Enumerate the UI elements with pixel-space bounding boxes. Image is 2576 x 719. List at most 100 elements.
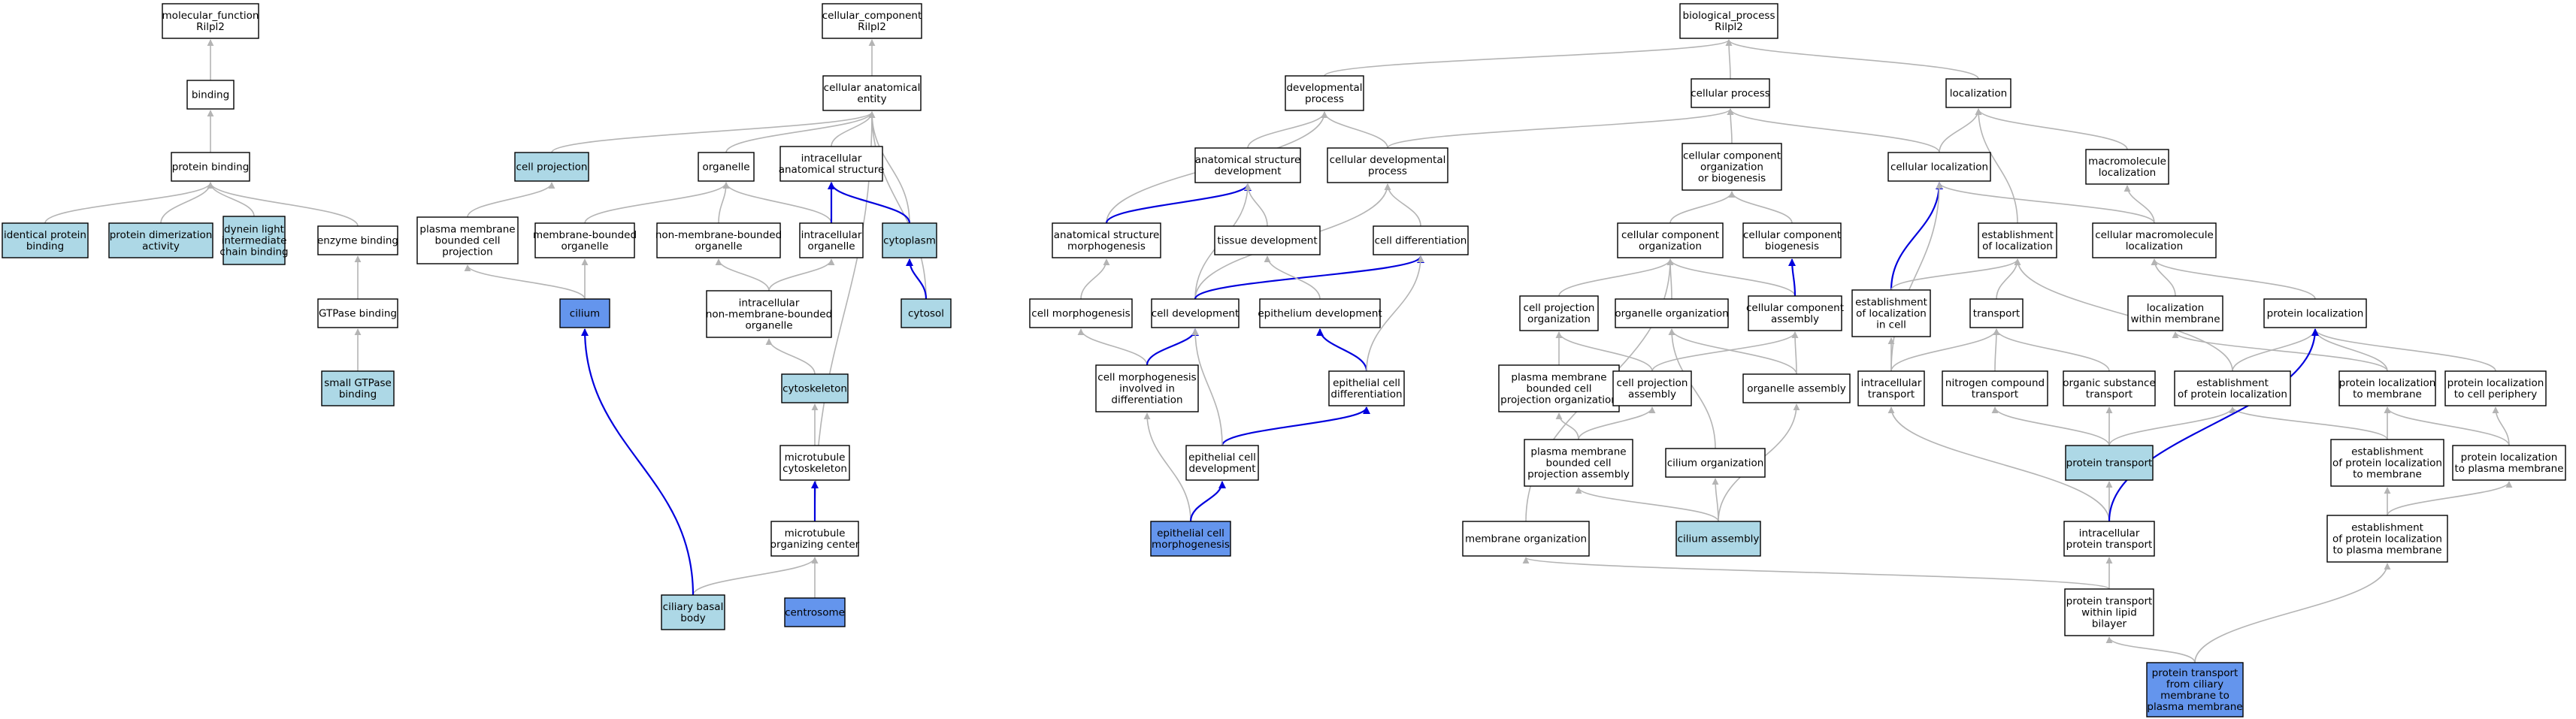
term-label-line: epithelium development bbox=[1258, 308, 1382, 320]
term-box bbox=[2065, 445, 2154, 481]
term-label-line: cellular process bbox=[1691, 88, 1770, 100]
term-label-line: process bbox=[1368, 165, 1407, 177]
term-label-line: binding bbox=[192, 89, 229, 101]
term-label-line: localization bbox=[2099, 167, 2156, 179]
term-label-line: activity bbox=[142, 240, 180, 252]
edge-ipt-to-protloc bbox=[2108, 328, 2319, 522]
term-label-line: organization bbox=[1527, 313, 1591, 325]
term-box bbox=[1095, 364, 1199, 412]
term-node-inmbo: intracellularnon-membrane-boundedorganel… bbox=[706, 290, 832, 338]
term-label-line: differentiation bbox=[1330, 388, 1402, 400]
term-label-line: organelle organization bbox=[1615, 308, 1728, 320]
edge-ias-to-cae bbox=[831, 111, 876, 147]
edge-macroloc-to-localization bbox=[1975, 108, 2128, 150]
edge-cellloc-to-localization bbox=[1939, 108, 1982, 153]
term-node-celldiff: cell differentiation bbox=[1373, 225, 1469, 255]
term-box bbox=[1519, 295, 1599, 331]
term-label-line: plasma membrane bbox=[2147, 701, 2242, 713]
term-label-line: organelle bbox=[561, 240, 608, 252]
term-box bbox=[1978, 222, 2057, 258]
edge-pmbcp-to-cellproj bbox=[467, 182, 555, 218]
edge-ccob-to-cellproc bbox=[1727, 108, 1734, 144]
edge-devproc-to-bp bbox=[1324, 39, 1733, 77]
term-box bbox=[1462, 521, 1590, 557]
term-box bbox=[882, 222, 937, 258]
edge-cpa-to-cca bbox=[1651, 331, 1799, 372]
term-label-line: organelle bbox=[695, 240, 742, 252]
term-box bbox=[1679, 3, 1778, 39]
term-box bbox=[1887, 152, 1991, 182]
term-label-line: protein localization bbox=[2339, 377, 2436, 389]
term-label-line: anatomical structure bbox=[1195, 154, 1301, 166]
term-label-line: tissue development bbox=[1217, 235, 1317, 247]
term-label-line: GTPase binding bbox=[319, 308, 397, 320]
term-box bbox=[2452, 445, 2566, 481]
edge-localization-to-bp bbox=[1725, 39, 1979, 80]
edge-prottrans-to-epl bbox=[2108, 406, 2236, 446]
term-label-line: anatomical structure bbox=[1054, 229, 1160, 241]
term-box bbox=[1945, 78, 2011, 108]
edge-cytosol-to-cytoplasm bbox=[906, 258, 928, 300]
term-label-line: cytoskeleton bbox=[782, 463, 847, 475]
term-label-line: molecular_function bbox=[162, 10, 259, 22]
term-label-line: transport bbox=[1973, 308, 2020, 320]
edge-cca-to-cco bbox=[1666, 258, 1796, 297]
term-node-binding: binding bbox=[186, 80, 235, 110]
term-box bbox=[2146, 662, 2244, 717]
term-label-line: protein transport bbox=[2066, 539, 2153, 551]
edge-ict-to-cellloc bbox=[1890, 182, 1943, 372]
term-label-line: of protein localization bbox=[2178, 388, 2287, 400]
term-node-organelle: organelle bbox=[698, 152, 755, 182]
term-box bbox=[706, 290, 832, 338]
term-label-line: cellular macromolecule bbox=[2095, 229, 2214, 241]
term-label-line: establishment bbox=[1855, 297, 1927, 309]
term-box bbox=[2444, 370, 2547, 406]
term-label-line: plasma membrane bbox=[419, 224, 515, 236]
edge-dynein-to-protbind bbox=[207, 182, 255, 217]
edge-pltpm-to-pltcp bbox=[2492, 406, 2510, 446]
term-node-cytoplasm: cytoplasm bbox=[882, 222, 937, 258]
edge-cytosol-to-cae bbox=[868, 111, 927, 300]
term-box bbox=[2085, 149, 2169, 185]
term-box bbox=[222, 216, 286, 265]
term-node-tissuedev: tissue development bbox=[1214, 225, 1321, 255]
term-label-line: Rilpl2 bbox=[196, 21, 225, 33]
term-label-line: establishment bbox=[2351, 446, 2423, 458]
edge-epl-to-estloc bbox=[2014, 258, 2233, 372]
term-label-line: dynein light bbox=[224, 224, 284, 236]
term-label-line: projection organization bbox=[1500, 394, 1618, 406]
edge-cellproj-to-cae bbox=[551, 111, 876, 153]
term-label-line: cilium assembly bbox=[1678, 533, 1760, 545]
edge-ipt-to-ict bbox=[1887, 406, 2110, 522]
term-box bbox=[2092, 222, 2217, 258]
term-label-line: within membrane bbox=[2130, 313, 2220, 325]
term-label-line: morphogenesis bbox=[1152, 539, 1230, 551]
edge-ecd-to-celldiff bbox=[1366, 255, 1424, 372]
term-box bbox=[1615, 298, 1729, 328]
term-box bbox=[698, 152, 755, 182]
edge-cytoplasm-to-ias bbox=[828, 182, 911, 224]
term-label-line: transport bbox=[1868, 388, 1915, 400]
term-label-line: identical protein bbox=[4, 229, 86, 241]
term-label-line: cellular component bbox=[1683, 150, 1781, 162]
term-label-line: cell projection bbox=[1524, 302, 1595, 314]
term-box bbox=[1029, 298, 1133, 328]
edge-nct-to-transport bbox=[1993, 328, 2000, 372]
term-label-line: membrane organization bbox=[1465, 533, 1587, 545]
edge-cpo-to-cco bbox=[1558, 258, 1674, 297]
term-label-line: or biogenesis bbox=[1698, 173, 1766, 185]
term-label-line: chain binding bbox=[219, 246, 288, 258]
edge-cilium-to-pmbcp bbox=[464, 264, 586, 300]
edge-cellloc-to-cellproc bbox=[1727, 108, 1940, 153]
term-box bbox=[2063, 370, 2156, 406]
term-box bbox=[1851, 289, 1931, 337]
term-box bbox=[108, 222, 213, 258]
